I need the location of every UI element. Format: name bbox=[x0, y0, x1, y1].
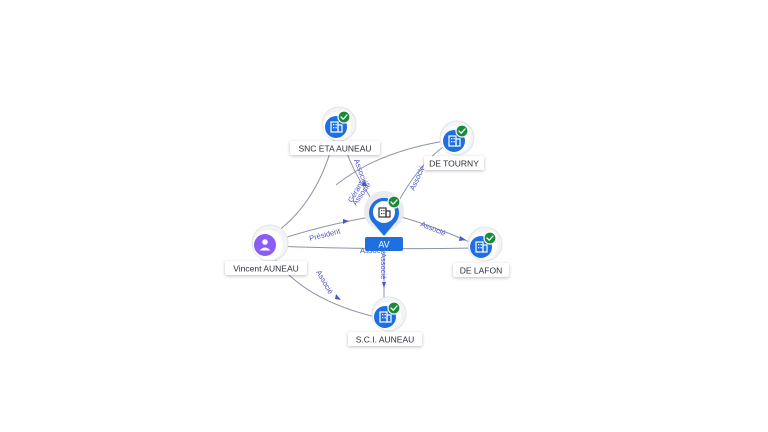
edge-arrow bbox=[362, 180, 367, 186]
verified-check-icon bbox=[483, 231, 497, 245]
verified-check-icon bbox=[337, 110, 351, 124]
edge-label-associe-vincent-sci: Associé bbox=[314, 269, 335, 296]
node-snc-eta-auneau[interactable]: SNC ETA AUNEAU bbox=[290, 106, 380, 155]
edge-snc-tourny bbox=[335, 139, 453, 186]
node-sci-auneau[interactable]: S.C.I. AUNEAU bbox=[348, 296, 422, 346]
center-label: AV bbox=[378, 240, 389, 250]
edge-label-associe-av-tourny: Associé bbox=[408, 164, 427, 192]
node-label: DE TOURNY bbox=[429, 159, 479, 169]
edge-label-associe-av-lafon: Associé bbox=[419, 220, 447, 238]
building-icon bbox=[330, 121, 343, 133]
edge-arrow bbox=[335, 294, 341, 300]
building-icon bbox=[448, 135, 461, 147]
node-label: S.C.I. AUNEAU bbox=[356, 335, 415, 345]
verified-check-icon bbox=[387, 301, 401, 315]
building-icon bbox=[379, 311, 392, 323]
node-label: DE LAFON bbox=[460, 266, 503, 276]
edge-arrow bbox=[459, 236, 466, 241]
person-icon bbox=[259, 239, 271, 251]
node-de-lafon[interactable]: DE LAFON bbox=[453, 226, 509, 277]
edge-arrow bbox=[382, 282, 386, 288]
verified-check-icon bbox=[387, 195, 401, 209]
node-de-tourny[interactable]: DE TOURNY bbox=[424, 120, 484, 170]
node-vincent-auneau[interactable]: Vincent AUNEAU bbox=[225, 224, 307, 275]
node-label: SNC ETA AUNEAU bbox=[298, 144, 371, 154]
edge-arrow bbox=[343, 219, 349, 224]
edge-label-president: Président bbox=[308, 226, 342, 243]
building-icon bbox=[378, 207, 391, 218]
building-icon bbox=[475, 241, 488, 253]
node-center-av[interactable]: AV bbox=[364, 191, 404, 251]
edge-label-associe-av-sci: Associé bbox=[379, 253, 388, 279]
node-label: Vincent AUNEAU bbox=[233, 264, 299, 274]
verified-check-icon bbox=[455, 124, 469, 138]
